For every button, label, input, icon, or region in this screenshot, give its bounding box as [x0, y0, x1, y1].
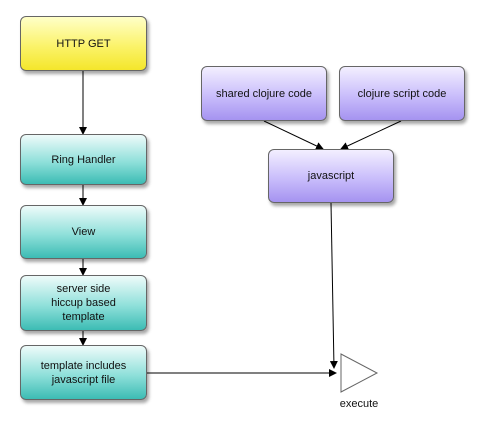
node-clojure-script-code-label: clojure script code: [357, 87, 447, 100]
node-javascript: javascript: [268, 149, 394, 203]
node-view-label: View: [71, 226, 96, 238]
node-http-get: HTTP GET: [20, 16, 147, 71]
node-ring-handler-label: Ring Handler: [51, 153, 116, 166]
server-side-template-line-1: server side: [56, 283, 111, 295]
server-side-template-line-3: template: [62, 311, 105, 323]
arrow-shared-to-javascript: [263, 120, 324, 150]
execute-triangle: [340, 353, 379, 393]
template-includes-line-2: javascript file: [51, 373, 116, 386]
node-clojure-script-code: clojure script code: [339, 66, 465, 121]
node-shared-clojure-code-label: shared clojure code: [215, 87, 312, 100]
node-server-side-template: server side hiccup based template: [20, 275, 147, 331]
server-side-template-line-2: hiccup based: [51, 297, 116, 309]
template-includes-line-1: template includes: [40, 359, 127, 372]
node-http-get-label: HTTP GET: [56, 37, 111, 50]
arrow-cljs-to-javascript: [340, 120, 402, 150]
node-view: View: [20, 205, 147, 259]
node-template-includes: template includes javascript file: [20, 345, 147, 400]
node-shared-clojure-code: shared clojure code: [201, 66, 327, 121]
node-ring-handler: Ring Handler: [20, 134, 147, 185]
execute-label: execute: [339, 398, 379, 410]
arrow-javascript-to-execute: [329, 202, 338, 369]
node-javascript-label: javascript: [307, 170, 355, 182]
